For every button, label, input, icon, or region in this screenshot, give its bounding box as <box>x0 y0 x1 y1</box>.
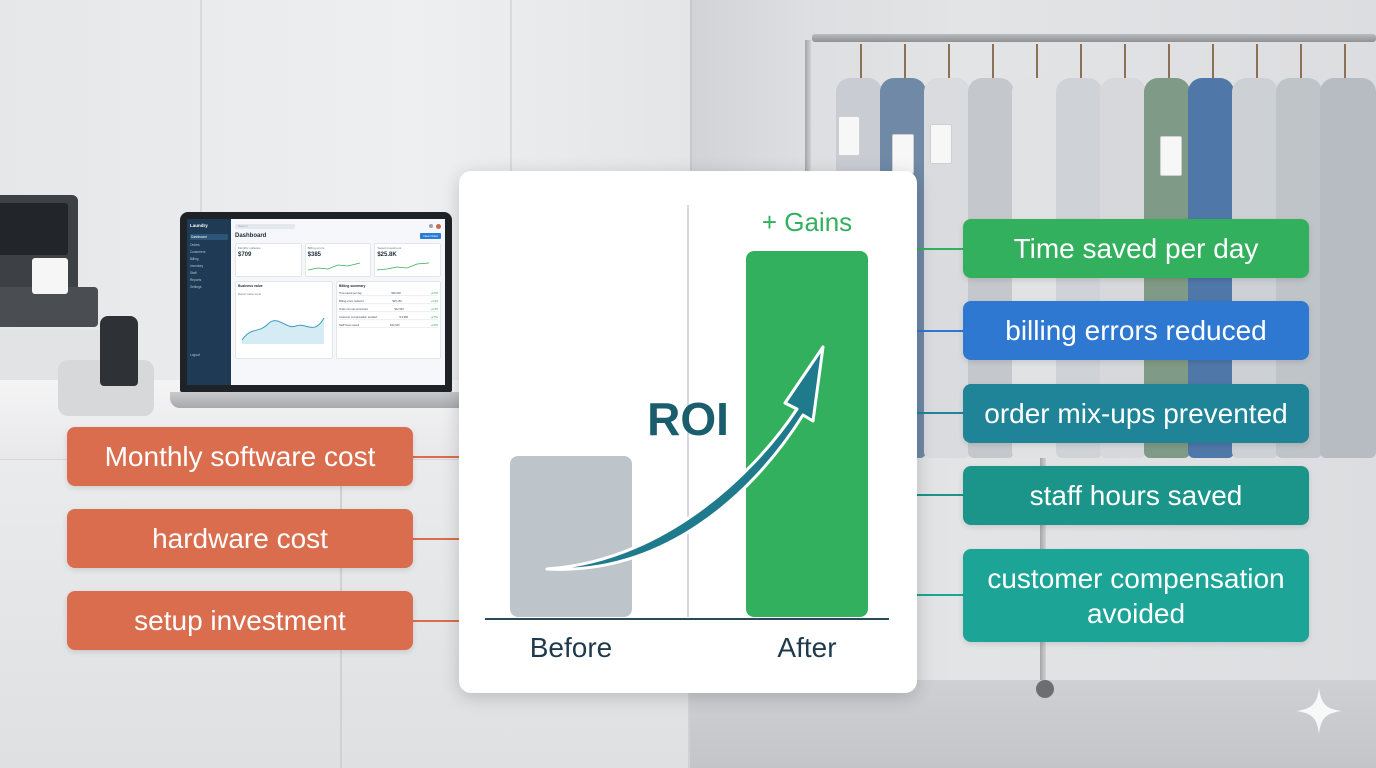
table-row: Customer compensation avoided$ 9,680+2.5… <box>339 316 438 320</box>
receipt-paper <box>32 258 68 294</box>
laptop-screen: Laundry Dashboard Orders Customers Billi… <box>180 212 452 392</box>
connector-line <box>413 456 459 458</box>
bell-icon[interactable] <box>429 223 433 228</box>
sidebar-item-billing[interactable]: Billing <box>190 257 199 261</box>
table-row: Billing errors reduced$25,150+4.4% <box>339 300 438 304</box>
price-tag <box>892 134 914 174</box>
cost-monthly-software: Monthly software cost <box>67 427 413 486</box>
app-main: Search Dashboard New Order Monthly softw… <box>231 219 445 385</box>
sparkline <box>377 262 430 271</box>
laptop-base <box>170 392 470 408</box>
connector-line <box>917 330 963 332</box>
connector-line <box>917 494 963 496</box>
sparkline <box>307 262 360 271</box>
connector-line <box>917 248 963 250</box>
gain-billing-errors: billing errors reduced <box>963 301 1309 360</box>
price-tag <box>1160 136 1182 176</box>
app-sidebar: Laundry Dashboard Orders Customers Billi… <box>187 219 231 385</box>
sidebar-item-staff[interactable]: Staff <box>190 271 197 275</box>
gains-annotation: + Gains <box>762 207 852 237</box>
chart-title: ROI <box>647 393 729 445</box>
kpi-card: Saved investment $25.8K <box>374 243 442 277</box>
cost-setup-investment: setup investment <box>67 591 413 650</box>
trend-chart <box>241 317 325 344</box>
sparkle-icon <box>1296 688 1342 734</box>
bar-after <box>746 251 868 617</box>
avatar[interactable] <box>436 223 441 229</box>
roi-arrow <box>545 345 825 571</box>
roi-chart-card: ROI + Gains Before After <box>459 171 917 693</box>
connector-line <box>413 620 459 622</box>
sidebar-item-customers[interactable]: Customers <box>190 250 206 254</box>
price-tag <box>838 116 860 156</box>
table-row: Order mix-ups prevented$12,540+3.3% <box>339 308 438 312</box>
dashboard-app: Laundry Dashboard Orders Customers Billi… <box>187 219 445 385</box>
table-row: Staff hours saved$12,540+2.8% <box>339 324 438 328</box>
sidebar-item-orders[interactable]: Orders <box>190 243 200 247</box>
barcode-scanner <box>58 316 156 416</box>
page-title: Dashboard <box>235 233 267 239</box>
sidebar-item-reports[interactable]: Reports <box>190 278 202 282</box>
sidebar-item-settings[interactable]: Settings <box>190 285 202 289</box>
cost-hardware: hardware cost <box>67 509 413 568</box>
table-row: Time saved per day$30,000+4.5% <box>339 292 438 296</box>
billing-summary-panel: Billing summary Time saved per day$30,00… <box>336 281 441 359</box>
connector-line <box>413 538 459 540</box>
sidebar-item-dashboard[interactable]: Dashboard <box>190 234 228 240</box>
garment <box>1320 78 1376 458</box>
floor <box>690 680 1376 768</box>
gain-customer-compensation: customer compensation avoided <box>963 549 1309 642</box>
connector-line <box>917 594 963 596</box>
sidebar-item-inventory[interactable]: Inventory <box>190 264 204 268</box>
gain-staff-hours: staff hours saved <box>963 466 1309 525</box>
kpi-card: Monthly software $709 <box>235 243 302 277</box>
kpi-card: Billing errors $385 <box>304 243 372 277</box>
gain-time-saved: Time saved per day <box>963 219 1309 278</box>
gain-order-mixups: order mix-ups prevented <box>963 384 1309 443</box>
search-input[interactable]: Search <box>235 223 295 229</box>
business-value-panel: Business value Report value trend <box>235 281 333 359</box>
bar-before <box>510 455 632 617</box>
new-order-button[interactable]: New Order <box>420 233 441 239</box>
roi-chart: ROI + Gains Before After <box>485 205 889 663</box>
connector-line <box>917 412 963 414</box>
app-logo: Laundry <box>190 223 208 228</box>
clothing-rail <box>812 34 1376 42</box>
category-label-after: After <box>777 632 836 663</box>
category-label-before: Before <box>530 632 613 663</box>
logout-link[interactable]: Logout <box>190 353 200 357</box>
price-tag <box>930 124 952 164</box>
